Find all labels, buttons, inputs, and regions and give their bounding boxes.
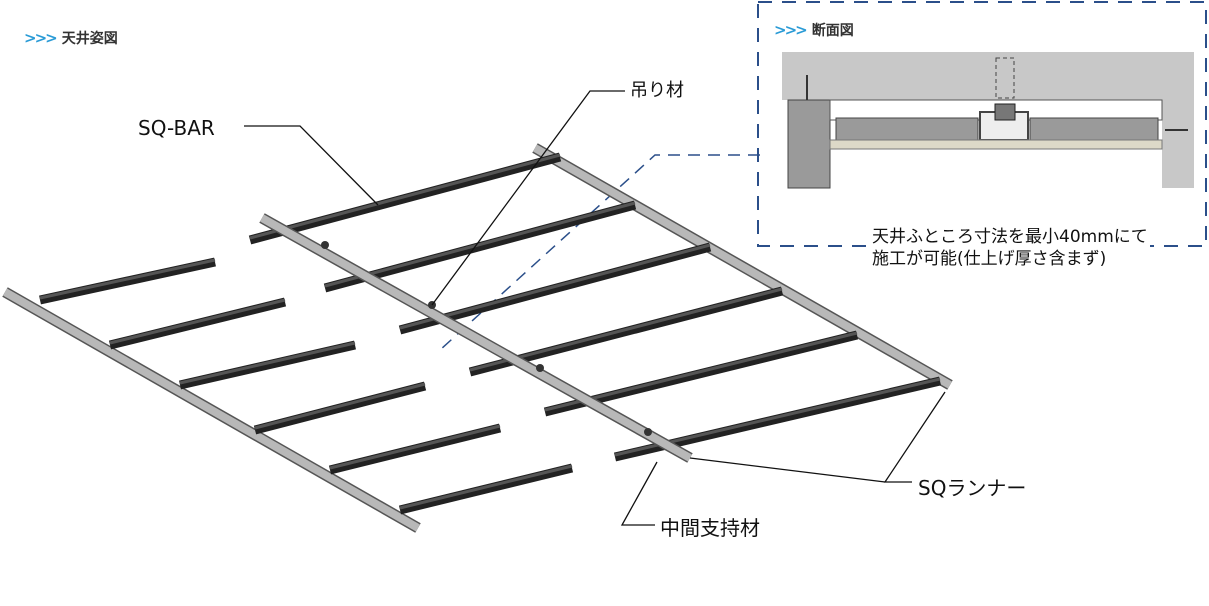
section-right-wall [1162,100,1194,188]
sq-bar [543,330,859,417]
label-middle-support: 中間支持材 [660,516,760,540]
sq-bar-top [254,382,426,430]
sq-bar [323,200,637,293]
section-left-wall [787,99,831,189]
chevron-icon: >>> [774,21,808,39]
hanger-bolt [644,428,652,436]
label-runner: SQランナー [918,476,1027,500]
section-hanger-bolt [995,57,1015,99]
sq-bar [398,242,712,335]
section-slab [782,52,1194,100]
section-nut [994,103,1016,121]
leader-runner-right [883,391,946,483]
sq-bar [253,381,427,435]
sq-bar-top [399,464,573,510]
leader-sq-bar [244,125,379,206]
sq-bar [248,152,562,245]
sq-bar [328,423,502,475]
ceiling-view-title-text: 天井姿図 [61,31,118,47]
hanger-bolt [321,241,329,249]
sq-bar [178,340,357,390]
sq-bar-top [109,298,286,345]
callout-dashed-line [439,154,760,351]
sq-bar [398,463,574,515]
sq-bar [108,297,287,350]
sq-bar-top [39,258,216,300]
sq-bar-top [469,287,783,372]
section-bar-right [1029,117,1159,141]
sq-bar-top [329,424,501,470]
leader-middle-support [620,461,658,526]
section-board [829,139,1163,150]
chevron-icon: >>> [24,29,58,47]
left-runner [3,288,420,532]
right-runner [533,144,952,389]
middle-support [260,214,692,462]
sq-bar-top [179,341,356,385]
sq-bar [39,257,216,305]
section-note-line2: 施工が可能(仕上げ厚さ含まず) [872,249,1107,269]
label-hanger: 吊り材 [630,80,684,101]
section-note-line1: 天井ふところ寸法を最小40mmにて [872,227,1148,247]
sq-bar-top [249,153,561,240]
leader-runner-mid [689,457,886,483]
section-bar-left [835,117,979,141]
section-view-title: >>> 断面図 [774,20,854,40]
leader-hanger [431,90,625,306]
ceiling-view-title: >>> 天井姿図 [24,28,118,48]
section-note: 天井ふところ寸法を最小40mmにて 施工が可能(仕上げ厚さ含まず) [870,226,1150,270]
sq-bar-top [399,243,711,330]
section-view-title-text: 断面図 [811,23,854,39]
sq-bar-top [324,201,636,288]
sq-bar-top [544,331,858,412]
label-sq-bar: SQ-BAR [138,116,215,140]
hanger-bolt [536,364,544,372]
